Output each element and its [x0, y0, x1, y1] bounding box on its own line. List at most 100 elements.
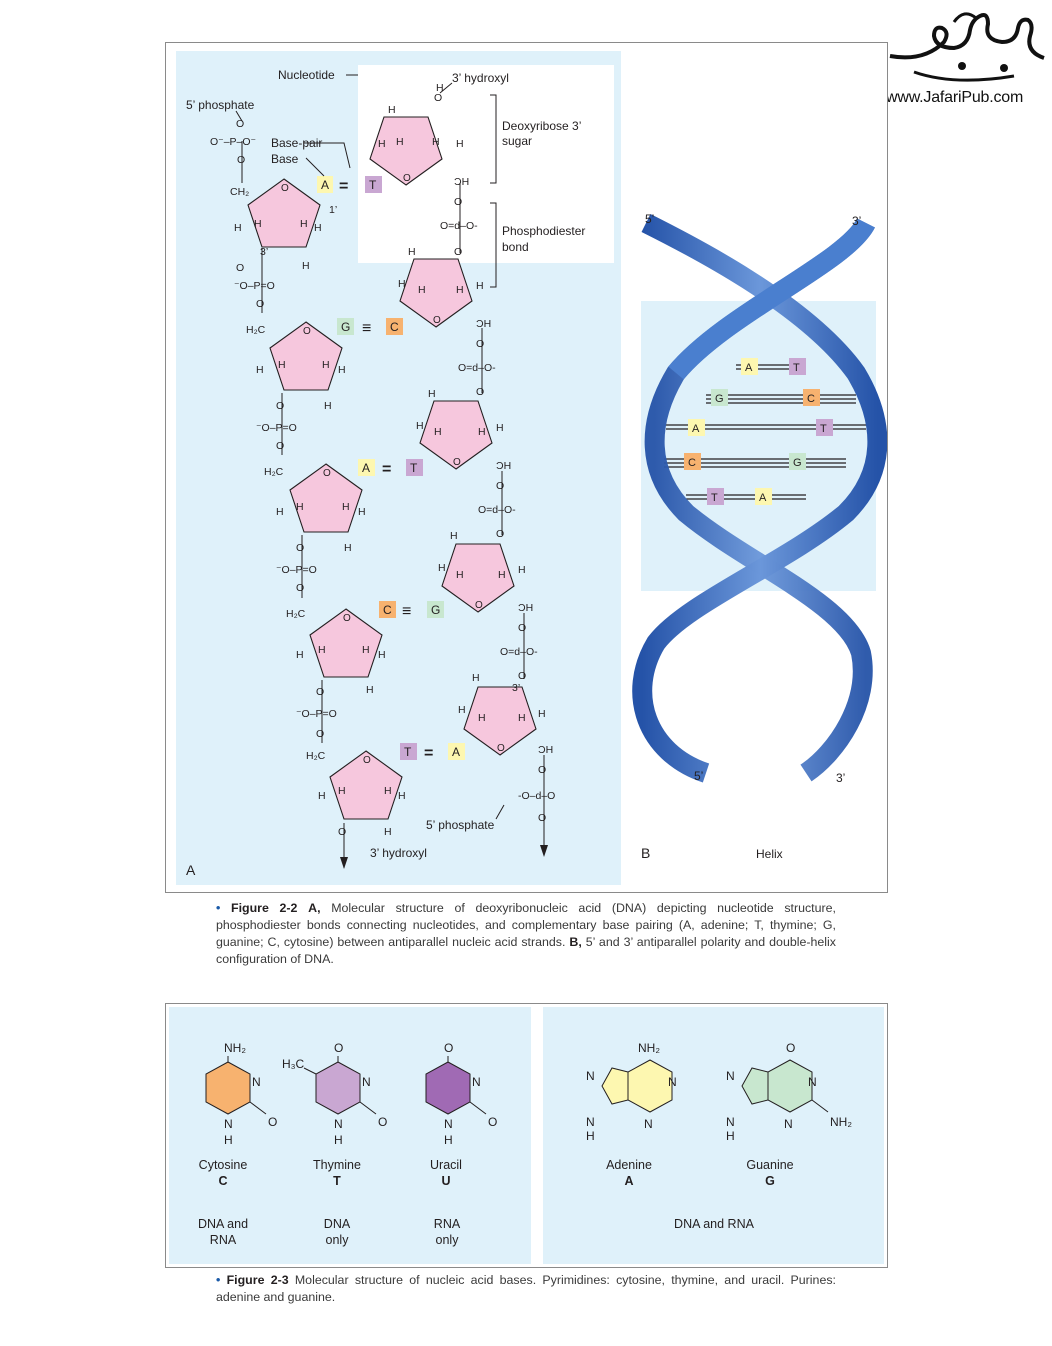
svg-text:H₂C: H₂C	[306, 750, 326, 762]
svg-text:⁻O–P=O: ⁻O–P=O	[276, 564, 317, 576]
svg-text:H: H	[254, 218, 262, 230]
svg-text:H: H	[302, 260, 310, 272]
svg-text:H: H	[300, 218, 308, 230]
three-hydroxyl-label-top: 3’ hydroxyl	[452, 71, 509, 85]
thymine-letter: T	[333, 1174, 341, 1188]
svg-text:H: H	[278, 359, 286, 371]
base-letter: C	[383, 603, 392, 617]
svg-text:O: O	[434, 92, 442, 104]
sugar-label: sugar	[502, 134, 532, 148]
svg-text:⁻O–P=O: ⁻O–P=O	[234, 280, 275, 292]
svg-text:H: H	[456, 138, 464, 150]
purine-occurs: DNA and RNA	[674, 1217, 755, 1231]
svg-text:H: H	[296, 501, 304, 513]
bond-symbol: =	[424, 745, 433, 762]
five-phosphate-label-top: 5’ phosphate	[186, 98, 255, 112]
base-letter: T	[410, 461, 418, 475]
svg-text:O: O	[454, 246, 462, 258]
bond-symbol: ≡	[362, 320, 371, 337]
figure-number: Figure 2-2	[231, 901, 298, 915]
svg-text:3’: 3’	[260, 246, 268, 258]
svg-text:O: O	[236, 262, 244, 274]
svg-text:NH₂: NH₂	[638, 1041, 660, 1055]
thymine-occurs-2: only	[326, 1233, 350, 1247]
svg-text:O: O	[338, 826, 346, 838]
base-letter: A	[362, 461, 370, 475]
base-pair-5: T = A	[400, 743, 465, 762]
svg-text:H: H	[338, 364, 346, 376]
svg-text:H: H	[436, 82, 444, 94]
guanine-structure: O N N NH₂ N N H	[726, 1041, 852, 1143]
base-letter: T	[793, 362, 800, 374]
svg-text:N: N	[586, 1115, 595, 1129]
helix-top-right-label: 3’	[852, 214, 861, 228]
svg-text:H: H	[224, 1133, 233, 1147]
svg-text:H₃C: H₃C	[282, 1057, 305, 1071]
svg-text:H: H	[318, 644, 326, 656]
svg-text:O: O	[518, 670, 526, 682]
svg-text:O: O	[237, 154, 245, 166]
svg-text:H: H	[384, 785, 392, 797]
caption-text-2: 5’ and 3’ antiparallel polarity and doub…	[216, 935, 836, 966]
svg-text:H: H	[396, 136, 404, 148]
svg-text:N: N	[334, 1117, 343, 1131]
base-pair-1: A = T	[317, 176, 382, 195]
left-strand: O⁻–P–O⁻ O O CH₂ O ⁻O–P=O O H₂C O ⁻O–P=O …	[210, 118, 406, 869]
bond-symbol: =	[382, 461, 391, 478]
svg-text:ƆH: ƆH	[454, 176, 469, 188]
svg-text:H: H	[416, 420, 424, 432]
base-letter: G	[715, 393, 724, 405]
svg-text:H: H	[478, 712, 486, 724]
guanine-name: Guanine	[746, 1158, 793, 1172]
figure-2-3-diagram: NH₂ N O N H H₃C O N O N H O N O	[169, 1007, 884, 1264]
svg-text:H: H	[518, 564, 526, 576]
svg-text:O=d–O-: O=d–O-	[478, 504, 516, 516]
svg-text:N: N	[586, 1069, 595, 1083]
svg-text:H₂C: H₂C	[264, 466, 284, 478]
figure-2-2-frame: O O	[165, 42, 888, 893]
thymine-occurs-1: DNA	[324, 1217, 351, 1231]
svg-text:NH₂: NH₂	[224, 1041, 246, 1055]
svg-text:H: H	[458, 704, 466, 716]
publisher-logo	[884, 2, 1050, 110]
pyrimidine-panel	[169, 1007, 531, 1264]
base-letter: A	[759, 492, 767, 504]
svg-text:H: H	[314, 222, 322, 234]
cytosine-occurs-1: DNA and	[198, 1217, 248, 1231]
svg-text:O: O	[454, 196, 462, 208]
svg-text:N: N	[808, 1075, 817, 1089]
svg-text:H: H	[296, 649, 304, 661]
svg-text:H: H	[586, 1129, 595, 1143]
svg-text:NH₂: NH₂	[830, 1115, 852, 1129]
svg-text:1’: 1’	[329, 204, 337, 216]
base-letter: A	[321, 178, 329, 192]
svg-text:O: O	[538, 812, 546, 824]
nucleotide-label: Nucleotide	[278, 68, 335, 82]
svg-text:H: H	[344, 542, 352, 554]
cytosine-occurs-2: RNA	[210, 1233, 237, 1247]
svg-text:H: H	[496, 422, 504, 434]
svg-text:N: N	[224, 1117, 233, 1131]
caption-b-label: B,	[569, 935, 582, 949]
purine-panel	[543, 1007, 884, 1264]
uracil-occurs-1: RNA	[434, 1217, 461, 1231]
base-pair-3: A = T	[358, 459, 423, 478]
svg-text:-O–d–O: -O–d–O	[518, 790, 555, 802]
caption-a-label: A,	[308, 901, 321, 915]
helix-title: Helix	[756, 847, 783, 861]
base-letter: C	[688, 457, 696, 469]
three-hydroxyl-label-bottom: 3’ hydroxyl	[370, 846, 427, 860]
svg-text:O=d–O-: O=d–O-	[458, 362, 496, 374]
svg-text:H: H	[322, 359, 330, 371]
bond-symbol: ≡	[402, 603, 411, 620]
publisher-url: www.JafariPub.com	[886, 89, 1024, 106]
svg-text:N: N	[668, 1075, 677, 1089]
base-letter: A	[692, 423, 700, 435]
adenine-structure: NH₂ N N N N H	[586, 1041, 677, 1143]
base-letter: A	[452, 745, 460, 759]
base-letter: G	[341, 320, 350, 334]
svg-text:O: O	[316, 728, 324, 740]
svg-text:O: O	[476, 386, 484, 398]
svg-text:⁻O–P=O: ⁻O–P=O	[296, 708, 337, 720]
svg-text:O: O	[276, 400, 284, 412]
